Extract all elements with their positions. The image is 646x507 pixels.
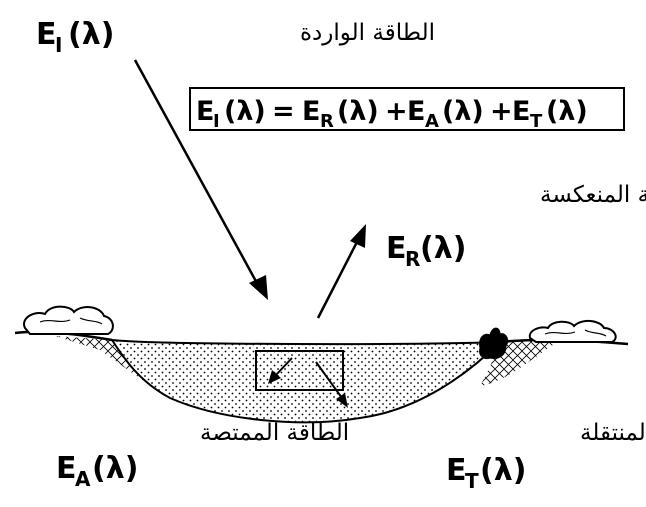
incident-arabic-label: الطاقة الواردة (300, 20, 435, 46)
absorbed-argument: (λ) (92, 451, 138, 486)
soil-left-hatch (55, 336, 145, 382)
equation-term-absorbed-argument: (λ) (442, 96, 484, 127)
equation-term-transmitted-symbol: E (512, 96, 530, 127)
transmitted-energy-label: الطاقة المنتقلة E T (λ) (446, 420, 646, 493)
incident-argument: (λ) (68, 17, 114, 52)
absorbed-arabic-label: الطاقة الممتصة (200, 420, 349, 446)
equation-plus-2: + (490, 96, 513, 127)
absorbed-arrow (268, 357, 293, 384)
equation-term-incident-subscript: I (213, 111, 220, 132)
water-body (110, 338, 503, 424)
equation-term-transmitted-argument: (λ) (546, 96, 588, 127)
equation-term-absorbed-subscript: A (425, 111, 439, 132)
reflected-arabic-label: الطاقة المنعكسة (540, 182, 646, 208)
incident-energy-label: E I (λ) الطاقة الواردة (36, 17, 435, 57)
transmitted-subscript: T (465, 469, 479, 493)
reflected-arrow (316, 224, 366, 319)
incident-subscript: I (55, 33, 62, 57)
transmitted-argument: (λ) (480, 453, 526, 488)
equation-term-reflected-argument: (λ) (337, 96, 379, 127)
equation-equals: = (272, 96, 295, 127)
sample-volume-box (255, 350, 344, 391)
absorbed-subscript: A (75, 467, 91, 491)
bush-right-detail (544, 329, 607, 337)
transmitted-arrow (315, 361, 348, 408)
reflected-subscript: R (405, 247, 420, 271)
equation-term-transmitted-subscript: T (530, 111, 543, 132)
equation-term-incident-argument: (λ) (224, 96, 266, 127)
reflected-symbol: E (386, 231, 407, 266)
transmitted-arabic-label: الطاقة المنتقلة (580, 420, 646, 446)
transmitted-symbol: E (446, 453, 467, 488)
reflected-argument: (λ) (420, 231, 466, 266)
absorbed-symbol: E (56, 451, 77, 486)
absorbed-energy-label: الطاقة الممتصة E A (λ) (56, 420, 349, 491)
equation-term-reflected-subscript: R (320, 111, 334, 132)
dark-shrub-icon (479, 327, 509, 359)
incident-arrow (133, 59, 268, 300)
bush-right-icon (528, 320, 617, 343)
incident-symbol: E (36, 17, 57, 52)
equation-box (189, 87, 625, 131)
equation-term-reflected-symbol: E (302, 96, 320, 127)
equation-plus-1: + (385, 96, 408, 127)
energy-balance-equation: E I (λ) = E R (λ) + E A (λ) + E T (λ) (189, 87, 625, 132)
reflected-energy-label: الطاقة المنعكسة E R (λ) (386, 182, 646, 271)
equation-term-incident-symbol: E (196, 96, 214, 127)
equation-term-absorbed-symbol: E (407, 96, 425, 127)
bush-left-detail (39, 317, 103, 325)
